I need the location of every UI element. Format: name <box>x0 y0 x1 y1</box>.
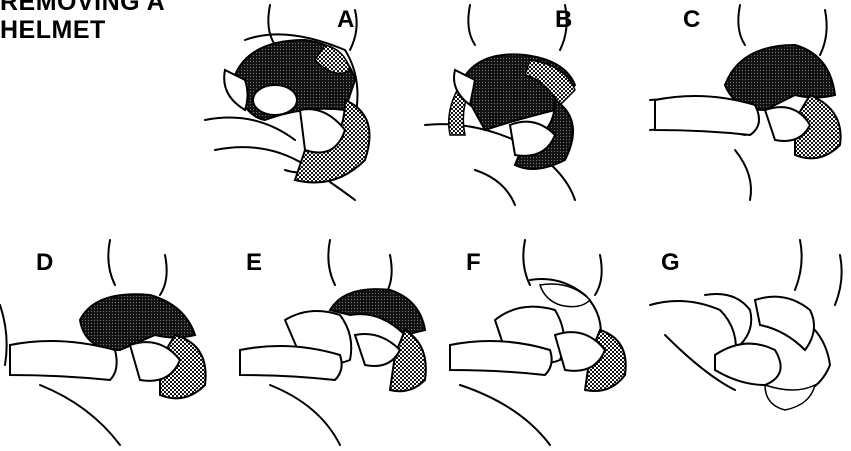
figure-title: REMOVING A HELMET <box>0 0 165 44</box>
panel-f: F <box>440 235 640 451</box>
panel-d: D <box>0 235 215 451</box>
illustration-d <box>0 235 215 451</box>
panel-b: B <box>415 0 615 205</box>
panel-g: G <box>645 235 851 451</box>
panel-a: A <box>195 0 395 205</box>
panel-c: C <box>645 0 851 205</box>
illustration-g <box>645 235 851 451</box>
illustration-e <box>230 235 430 451</box>
illustration-b <box>415 0 615 205</box>
panel-e: E <box>230 235 430 451</box>
title-line-1: REMOVING A <box>0 0 165 16</box>
illustration-a <box>195 0 395 205</box>
title-line-2: HELMET <box>0 16 165 44</box>
illustration-f <box>440 235 640 451</box>
illustration-c <box>645 0 851 205</box>
